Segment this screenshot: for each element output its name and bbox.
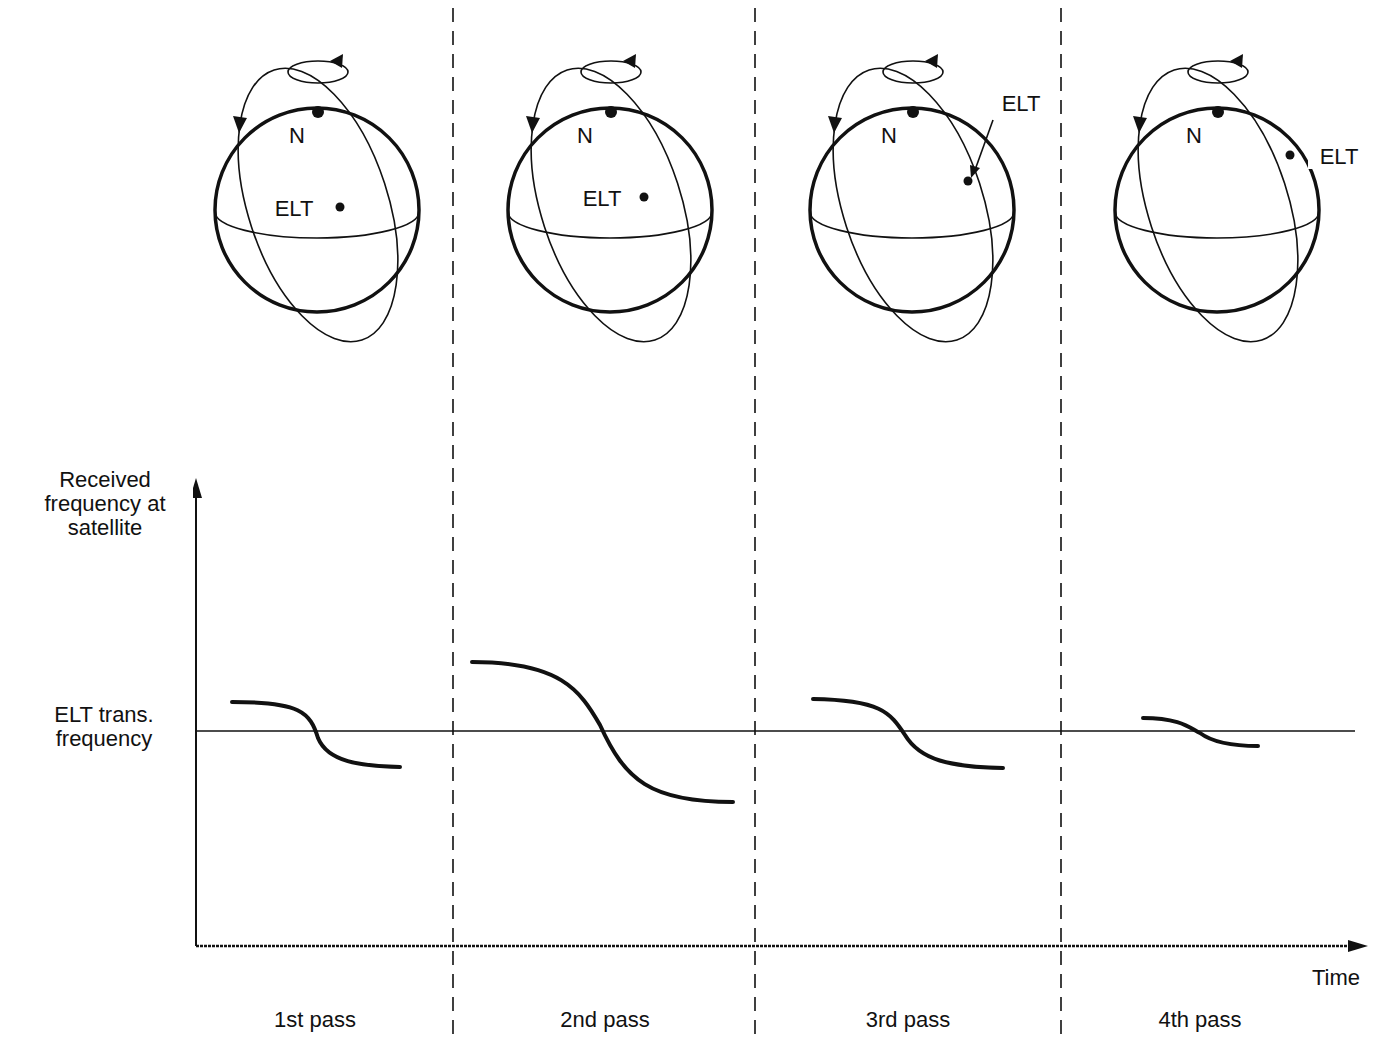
pass-label: 1st pass [260, 1008, 370, 1032]
pole-label: N [285, 124, 309, 148]
elt-dot [964, 177, 973, 186]
beacon-label: ELT [571, 187, 633, 211]
elt-dot [336, 203, 345, 212]
axis-label: Time [1305, 966, 1367, 990]
axis-label: ELT trans. frequency [29, 703, 179, 751]
pole-label: N [877, 124, 901, 148]
elt-dot [1286, 151, 1295, 160]
doppler-curves [232, 662, 1258, 802]
chart-axes [190, 478, 1368, 952]
pole-label: N [573, 124, 597, 148]
elt-dots [336, 151, 1295, 212]
globe [208, 48, 429, 361]
globe [501, 48, 722, 361]
pass-dividers [453, 8, 1061, 1039]
beacon-label: ELT [263, 197, 325, 221]
pass-label: 4th pass [1145, 1008, 1255, 1032]
beacon-label: ELT [990, 92, 1052, 116]
axis-label: Received frequency at satellite [17, 468, 193, 541]
pole-label: N [1182, 124, 1206, 148]
globe-figures [208, 48, 1329, 361]
leader-line [970, 120, 993, 178]
reference-line [196, 730, 1355, 732]
beacon-label: ELT [1308, 145, 1370, 169]
pass-label: 2nd pass [550, 1008, 660, 1032]
pass-label: 3rd pass [853, 1008, 963, 1032]
elt-dot [640, 193, 649, 202]
globe [1108, 48, 1329, 361]
